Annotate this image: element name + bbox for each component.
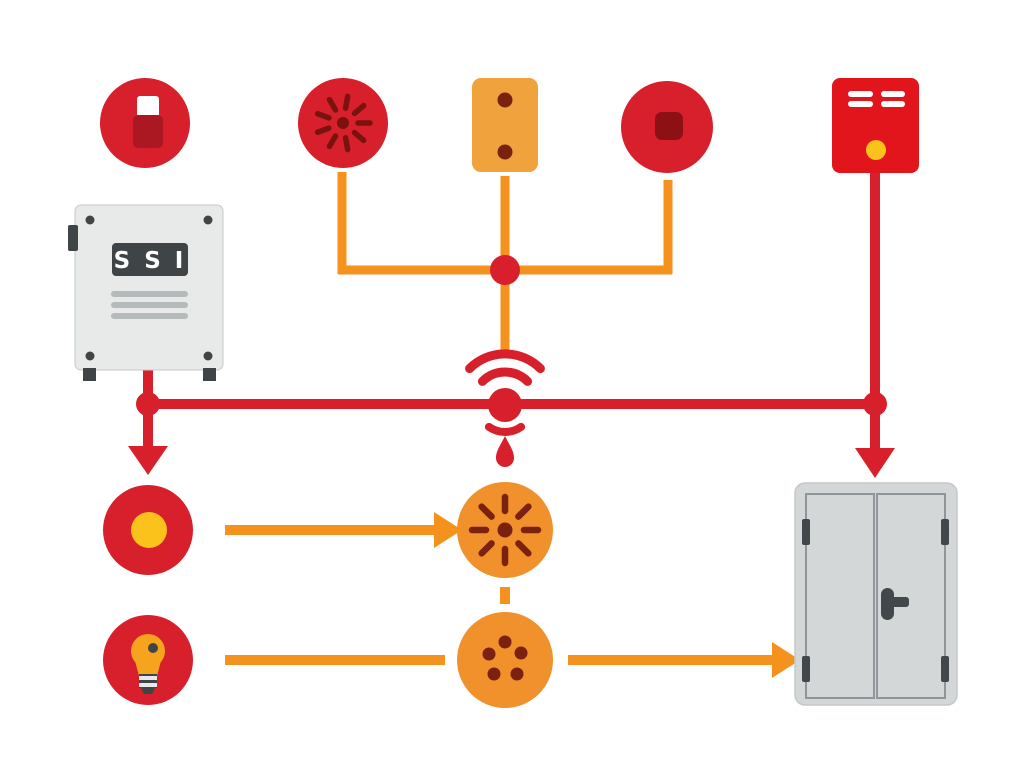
- door-hinge: [802, 656, 810, 682]
- door-hinge: [802, 519, 810, 545]
- sunburst-center-dot: [337, 117, 349, 129]
- junction-module: [472, 78, 538, 172]
- panel-screw: [85, 351, 95, 361]
- bulb-base-stripe: [139, 683, 157, 687]
- red-arrowhead-right: [855, 448, 895, 478]
- sunburst-rays: [314, 93, 373, 153]
- device-circle: [457, 612, 553, 708]
- door-hinge: [941, 519, 949, 545]
- card-vent: [848, 101, 873, 107]
- wifi-arc-inner: [477, 367, 533, 386]
- panel-vent-line: [111, 302, 188, 308]
- module-dot-top: [497, 92, 513, 108]
- orange-arrowhead-door: [772, 642, 800, 678]
- panel-vent-line: [111, 313, 188, 319]
- panel-foot: [203, 368, 216, 381]
- speaker-sounder: [457, 612, 553, 708]
- panel-display-label: S S I: [114, 248, 187, 274]
- speaker-hole: [510, 667, 524, 681]
- heat-detector: [621, 81, 713, 173]
- door-handle: [881, 588, 894, 620]
- manual-call-point: [100, 78, 190, 168]
- module-dot-bottom: [497, 144, 513, 160]
- speaker-hole: [498, 635, 512, 649]
- switch-top: [137, 96, 159, 117]
- wifi-arc-below: [484, 422, 526, 436]
- switch-body: [133, 115, 163, 148]
- sunburst-rays: [468, 493, 542, 567]
- speaker-hole: [514, 646, 528, 660]
- speaker-hole: [482, 647, 496, 661]
- wifi-arc-outer: [465, 349, 545, 374]
- door-hinge: [941, 656, 949, 682]
- sunburst-center-dot: [497, 522, 513, 538]
- panel-display: [112, 243, 188, 276]
- panel-screw: [203, 215, 213, 225]
- orange-bus-junction-dot: [490, 255, 520, 285]
- orange-flow-lines: [225, 525, 772, 665]
- card-vent: [848, 91, 873, 97]
- panel-vent-line: [111, 291, 188, 297]
- module-body: [472, 78, 538, 172]
- ssi-control-panel: S S I: [68, 204, 224, 381]
- panel-body: [74, 204, 224, 371]
- panel-side-tab: [68, 225, 78, 251]
- wifi-node-dot: [488, 388, 522, 422]
- panel-foot: [83, 368, 96, 381]
- orange-arrowhead-mid: [434, 512, 462, 548]
- alarm-bell-indicator: [103, 485, 193, 575]
- emergency-light: [103, 615, 193, 705]
- door-handle-bar: [890, 597, 909, 607]
- red-junction-dot-left: [136, 392, 160, 416]
- water-drop-icon: [496, 436, 514, 467]
- card-vent: [881, 91, 905, 97]
- fire-door: [794, 482, 958, 706]
- red-arrowhead-left: [128, 446, 168, 475]
- panel-screw: [203, 351, 213, 361]
- bell-center: [131, 512, 167, 548]
- bulb-tip: [141, 688, 155, 694]
- door-leaf-left: [805, 493, 875, 699]
- square-sensor: [655, 112, 683, 140]
- relay-card: [832, 78, 919, 173]
- red-junction-dot-right: [863, 392, 887, 416]
- wireless-signal-node-icon: [465, 349, 545, 467]
- panel-screw: [85, 215, 95, 225]
- bulb-neck: [134, 657, 162, 676]
- smoke-detector: [298, 78, 388, 168]
- bulb-dot: [148, 643, 158, 653]
- speaker-hole: [487, 667, 501, 681]
- card-indicator-led: [866, 140, 886, 160]
- strobe-sounder: [457, 482, 553, 578]
- door-leaf-right: [876, 493, 946, 699]
- bulb-base-stripe: [139, 676, 157, 680]
- card-vent: [881, 101, 905, 107]
